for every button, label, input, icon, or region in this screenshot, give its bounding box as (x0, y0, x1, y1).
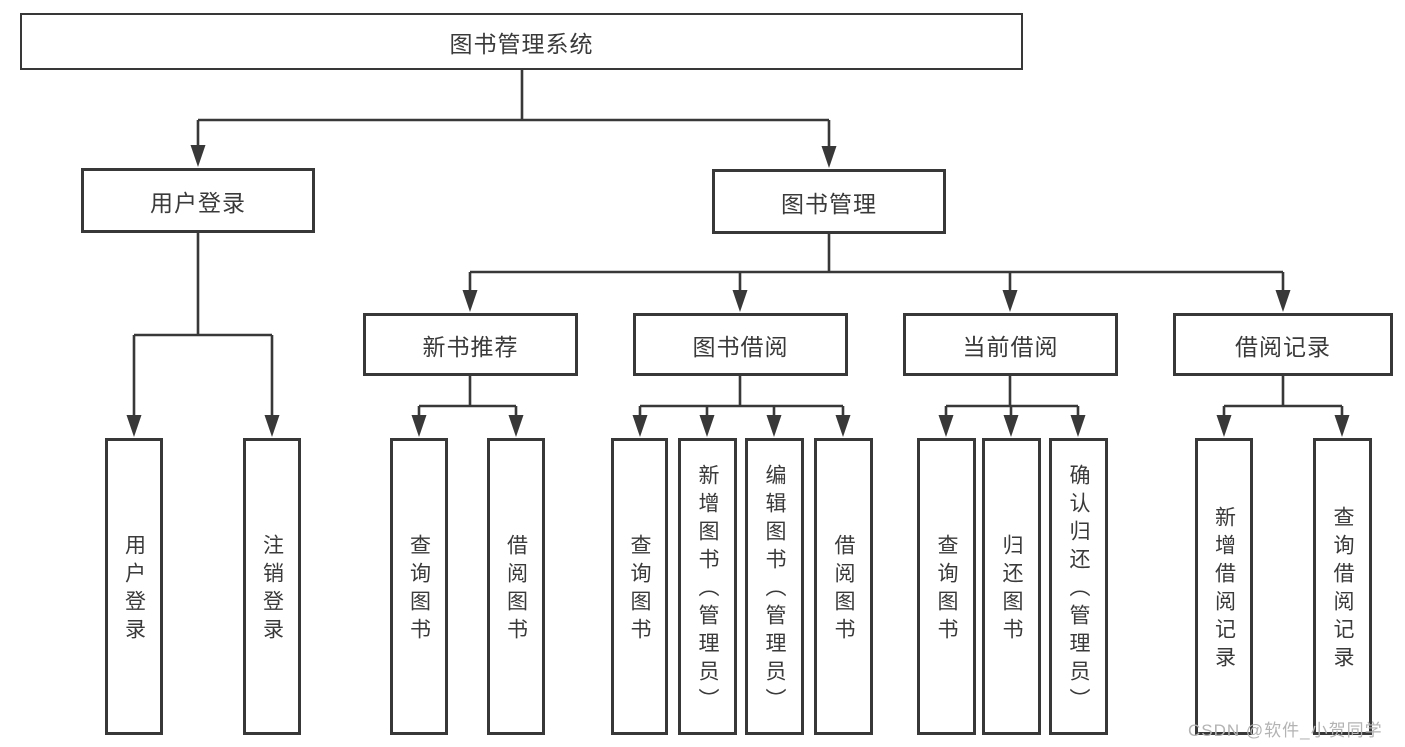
node-new-book-recommend: 新书推荐 (363, 313, 578, 376)
node-library-management-system: 图书管理系统 (20, 13, 1023, 70)
node-book-management: 图书管理 (712, 169, 946, 234)
node-user-login: 用户登录 (81, 168, 315, 233)
edge-bookmgmt-to-level3 (462, 234, 1291, 312)
edge-root-to-level2 (190, 70, 837, 168)
leaf-borrow-book: 借阅图书 (814, 438, 873, 735)
leaf-newbook-borrow-book: 借阅图书 (487, 438, 545, 735)
leaf-edit-book-admin: 编辑图书（管理员） (745, 438, 804, 735)
csdn-watermark: CSDN @软件_小贺同学 (1188, 721, 1383, 740)
edge-newbook-to-leaves (411, 376, 524, 437)
leaf-add-book-admin: 新增图书（管理员） (678, 438, 737, 735)
edge-borrow-to-leaves (632, 376, 851, 437)
leaf-return-book: 归还图书 (982, 438, 1041, 735)
node-current-borrow: 当前借阅 (903, 313, 1118, 376)
node-book-borrow: 图书借阅 (633, 313, 848, 376)
leaf-current-query-book: 查询图书 (917, 438, 976, 735)
leaf-logout: 注销登录 (243, 438, 301, 735)
leaf-query-borrow-record: 查询借阅记录 (1313, 438, 1372, 735)
leaf-add-borrow-record: 新增借阅记录 (1195, 438, 1253, 735)
leaf-user-login: 用户登录 (105, 438, 163, 735)
node-borrow-record: 借阅记录 (1173, 313, 1393, 376)
edge-userlogin-to-leaves (126, 233, 280, 437)
edge-current-to-leaves (938, 376, 1086, 437)
edge-record-to-leaves (1216, 376, 1350, 437)
leaf-confirm-return-admin: 确认归还（管理员） (1049, 438, 1108, 735)
leaf-newbook-query-book: 查询图书 (390, 438, 448, 735)
leaf-borrow-query-book: 查询图书 (611, 438, 668, 735)
